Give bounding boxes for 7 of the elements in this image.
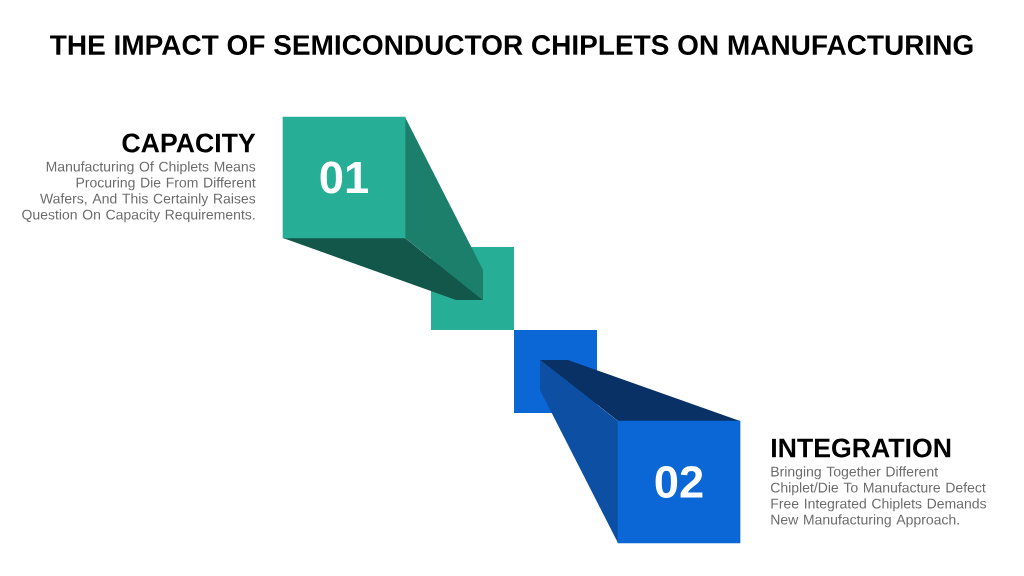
description: Bringing Together Different Chiplet/Die To Manufacture Defect Free Integrated Chiplets Demands New Manufacturing Approach. — [771, 466, 987, 528]
number-block: 01 — [282, 116, 406, 239]
heading: INTEGRATION — [772, 438, 951, 458]
heading: CAPACITY — [122, 133, 256, 153]
number-block: 02 — [617, 420, 741, 544]
description: Manufacturing Of Chiplets Means Procuring Die From Different Wafers, And This Certainly Raises Question On Capacity Requirements. — [22, 161, 256, 223]
title: THE IMPACT OF SEMICONDUCTOR CHIPLETS ON MANUFACTURING — [50, 35, 973, 55]
